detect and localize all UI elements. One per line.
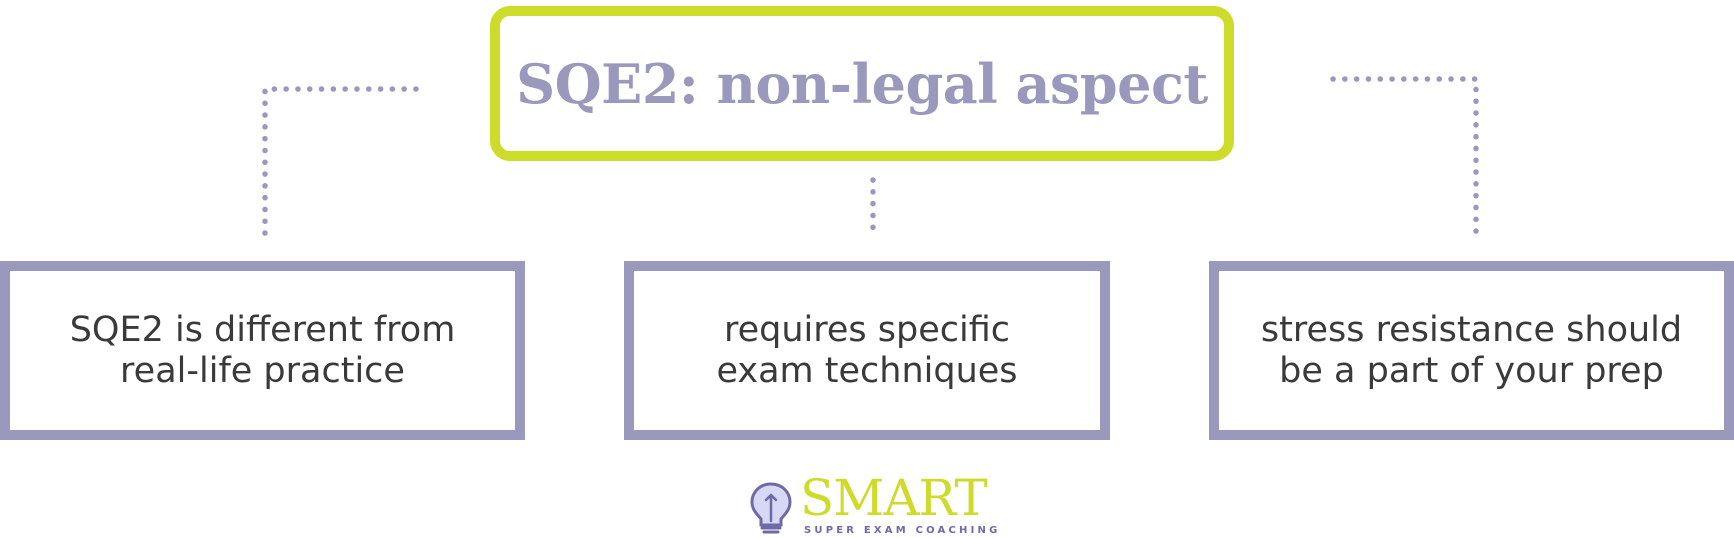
- item-3-line-1: stress resistance should: [1260, 309, 1683, 350]
- smart-logo: SMART SUPER EXAM COACHING: [748, 472, 1008, 538]
- item-box-3: stress resistance should be a part of yo…: [1209, 261, 1734, 440]
- item-1-line-1: SQE2 is different from: [69, 309, 456, 350]
- logo-wordmark: SMART: [800, 469, 988, 527]
- item-text-3: stress resistance should be a part of yo…: [1261, 310, 1682, 392]
- item-3-line-2: be a part of your prep: [1279, 350, 1664, 391]
- connector-right: [1330, 76, 1479, 236]
- item-box-1: SQE2 is different from real-life practic…: [0, 261, 525, 440]
- diagram-title: SQE2: non-legal aspect: [516, 51, 1208, 116]
- item-1-line-2: real-life practice: [120, 350, 405, 391]
- logo-tagline: SUPER EXAM COACHING: [804, 525, 1001, 536]
- item-text-1: SQE2 is different from real-life practic…: [70, 310, 456, 392]
- connector-left: [262, 86, 419, 236]
- item-box-2: requires specific exam techniques: [624, 261, 1110, 440]
- lightbulb-icon: [750, 482, 792, 534]
- item-2-line-2: exam techniques: [716, 350, 1018, 391]
- title-box: SQE2: non-legal aspect: [490, 6, 1234, 161]
- item-text-2: requires specific exam techniques: [716, 310, 1017, 392]
- item-2-line-1: requires specific: [723, 309, 1011, 350]
